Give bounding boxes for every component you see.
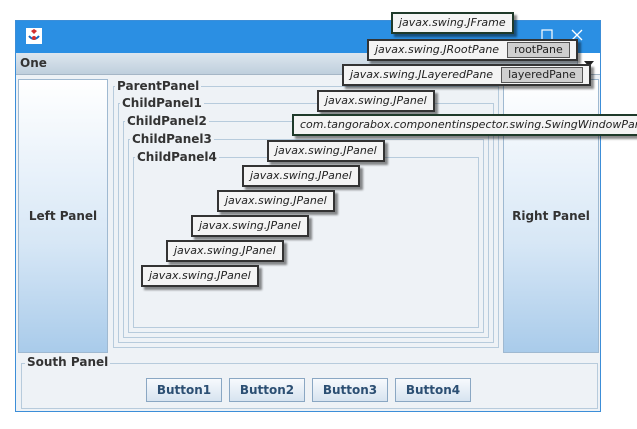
- button-3[interactable]: Button3: [312, 378, 388, 402]
- button-2[interactable]: Button2: [229, 378, 305, 402]
- tooltip-jpanel-2: javax.swing.JPanel: [242, 165, 360, 187]
- child-panel-1: [118, 103, 494, 343]
- child-panel-1-label: ChildPanel1: [120, 96, 204, 110]
- child-panel-3-label: ChildPanel3: [130, 132, 214, 146]
- child-panel-4-label: ChildPanel4: [135, 150, 219, 164]
- layeredpane-tag: layeredPane: [501, 67, 583, 83]
- parent-panel-label: ParentPanel: [115, 79, 202, 93]
- child-panel-2-label: ChildPanel2: [125, 114, 209, 128]
- tooltip-jframe: javax.swing.JFrame: [391, 12, 514, 34]
- tooltip-jpanel-6: javax.swing.JPanel: [141, 265, 259, 287]
- close-icon[interactable]: [566, 26, 588, 48]
- tooltip-jrootpane: javax.swing.JRootPane rootPane: [367, 39, 578, 61]
- parent-panel: [113, 86, 499, 348]
- left-panel-label: Left Panel: [28, 209, 98, 223]
- tooltip-jlayeredpane: javax.swing.JLayeredPane layeredPane: [342, 64, 591, 86]
- tooltip-jpanel-1: javax.swing.JPanel: [267, 140, 385, 162]
- tooltip-jlayeredpane-text: javax.swing.JLayeredPane: [350, 68, 494, 81]
- java-app-icon: [26, 28, 42, 44]
- tooltip-jpanel-3: javax.swing.JPanel: [217, 190, 335, 212]
- south-panel-label: South Panel: [25, 355, 111, 369]
- tooltip-jpanel-5: javax.swing.JPanel: [166, 240, 284, 262]
- rootpane-tag: rootPane: [507, 42, 570, 58]
- tooltip-jpanel-4: javax.swing.JPanel: [191, 215, 309, 237]
- combo-selected-value: One: [20, 56, 47, 70]
- right-panel-label: Right Panel: [512, 209, 590, 223]
- button-1[interactable]: Button1: [146, 378, 222, 402]
- tooltip-jpanel-top: javax.swing.JPanel: [317, 90, 435, 112]
- left-panel: Left Panel: [18, 79, 108, 353]
- tooltip-swingwindowpanel: com.tangorabox.componentinspector.swing.…: [292, 114, 637, 136]
- child-panel-3: [128, 139, 484, 333]
- tooltip-jrootpane-text: javax.swing.JRootPane: [375, 43, 500, 56]
- button-4[interactable]: Button4: [395, 378, 471, 402]
- south-panel: [21, 363, 598, 409]
